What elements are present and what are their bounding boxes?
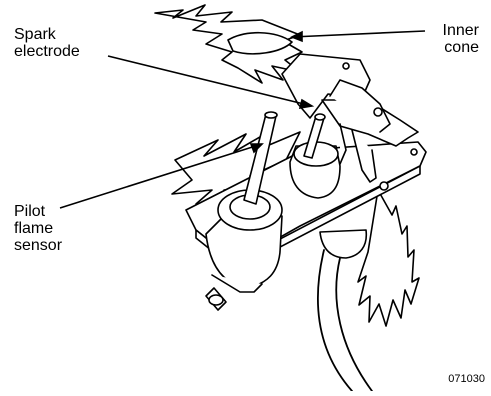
label-inner-cone: Inner cone: [443, 22, 479, 56]
leader-inner-cone: [292, 31, 425, 37]
lower-fitting: [320, 230, 366, 258]
figure-id: 071030: [448, 373, 485, 385]
label-pilot-flame-sensor: Pilot flame sensor: [14, 203, 62, 254]
bracket-bolt: [380, 182, 388, 190]
label-spark-electrode: Spark electrode: [14, 26, 80, 60]
right-flame: [358, 190, 419, 326]
